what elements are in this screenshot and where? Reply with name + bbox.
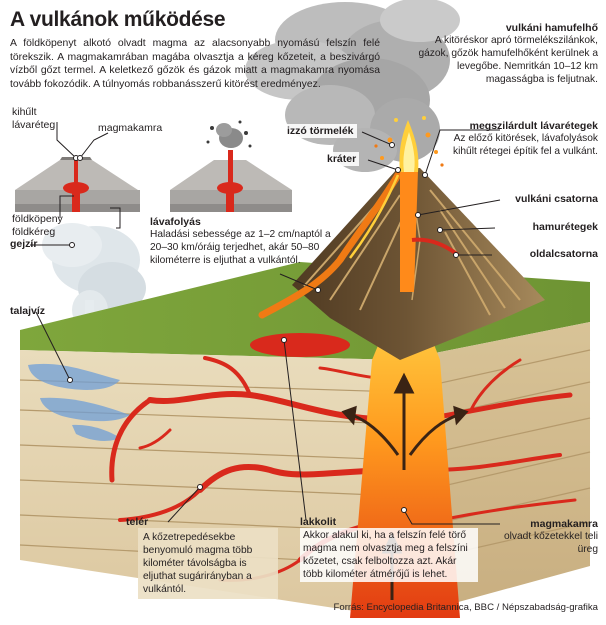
label-lavafolyas-title: lávafolyás bbox=[150, 216, 201, 228]
source-credit: Forrás: Encyclopedia Britannica, BBC / N… bbox=[333, 602, 599, 613]
label-lavafolyas: lávafolyás Haladási sebessége az 1–2 cm/… bbox=[150, 216, 334, 267]
diagram-title: A vulkánok működése bbox=[10, 8, 226, 31]
label-lavaretegek: megszilárdult lávarétegek Az előző kitör… bbox=[432, 120, 598, 158]
label-izzo-tormelek: izzó törmelék bbox=[284, 124, 357, 138]
label-hamuretegek: hamurétegek bbox=[532, 221, 598, 233]
label-lavaretegek-title: megszilárdult lávarétegek bbox=[469, 120, 598, 132]
label-teler-text: A kőzetrepedésekbe benyomuló magma több … bbox=[138, 528, 278, 599]
label-lavafolyas-text: Haladási sebessége az 1–2 cm/naptól a 20… bbox=[150, 229, 331, 266]
label-teler-title: telér bbox=[126, 516, 149, 528]
mini-label-foldkereg: földkéreg bbox=[12, 226, 56, 238]
intro-paragraph: A földköpenyt alkotó olvadt magma az ala… bbox=[10, 38, 380, 90]
leader-lines bbox=[30, 122, 501, 525]
groundwater bbox=[28, 363, 130, 441]
label-talajviz: talajvíz bbox=[10, 305, 46, 317]
mini-label-kihult: kihűlt bbox=[12, 106, 37, 118]
label-lavaretegek-text: Az előző kitörések, lávafolyások kihűlt … bbox=[453, 133, 598, 157]
label-lakkolit-title: lakkolit bbox=[300, 516, 337, 528]
label-vulkani-csatorna: vulkáni csatorna bbox=[515, 193, 598, 205]
laccolith bbox=[250, 333, 350, 357]
label-magmakamra: magmakamra olvadt kőzetekkel teli üreg bbox=[486, 518, 598, 556]
mini-label-foldkopeny: földköpeny bbox=[12, 213, 63, 225]
label-gejzir: gejzír bbox=[10, 238, 38, 250]
mini-label-magmakamra: magmakamra bbox=[98, 122, 163, 134]
label-magmakamra-title: magmakamra bbox=[530, 518, 598, 530]
eruption-fountain bbox=[374, 116, 444, 172]
label-lakkolit-text: Akkor alakul ki, ha a felszín felé törő … bbox=[300, 528, 478, 582]
mini-diagram-eruption bbox=[170, 120, 292, 212]
label-hamufelho-text: A kitöréskor apró törmelékszilánkok, gáz… bbox=[418, 35, 598, 85]
label-teler: telér A kőzetrepedésekbe benyomuló magma… bbox=[126, 516, 278, 599]
mini-diagram-before bbox=[15, 157, 140, 212]
label-lakkolit: lakkolit Akkor alakul ki, ha a felszín f… bbox=[300, 516, 478, 582]
mini-label-lavareteg: lávaréteg bbox=[12, 119, 56, 131]
label-magmakamra-text: olvadt kőzetekkel teli üreg bbox=[503, 531, 598, 555]
label-krater: kráter bbox=[324, 152, 360, 166]
leader-dots bbox=[67, 142, 459, 513]
label-oldalcsatorna: oldalcsatorna bbox=[529, 248, 598, 260]
label-hamufelho: vulkáni hamufelhő A kitöréskor apró törm… bbox=[418, 22, 598, 86]
label-hamufelho-title: vulkáni hamufelhő bbox=[505, 22, 598, 34]
